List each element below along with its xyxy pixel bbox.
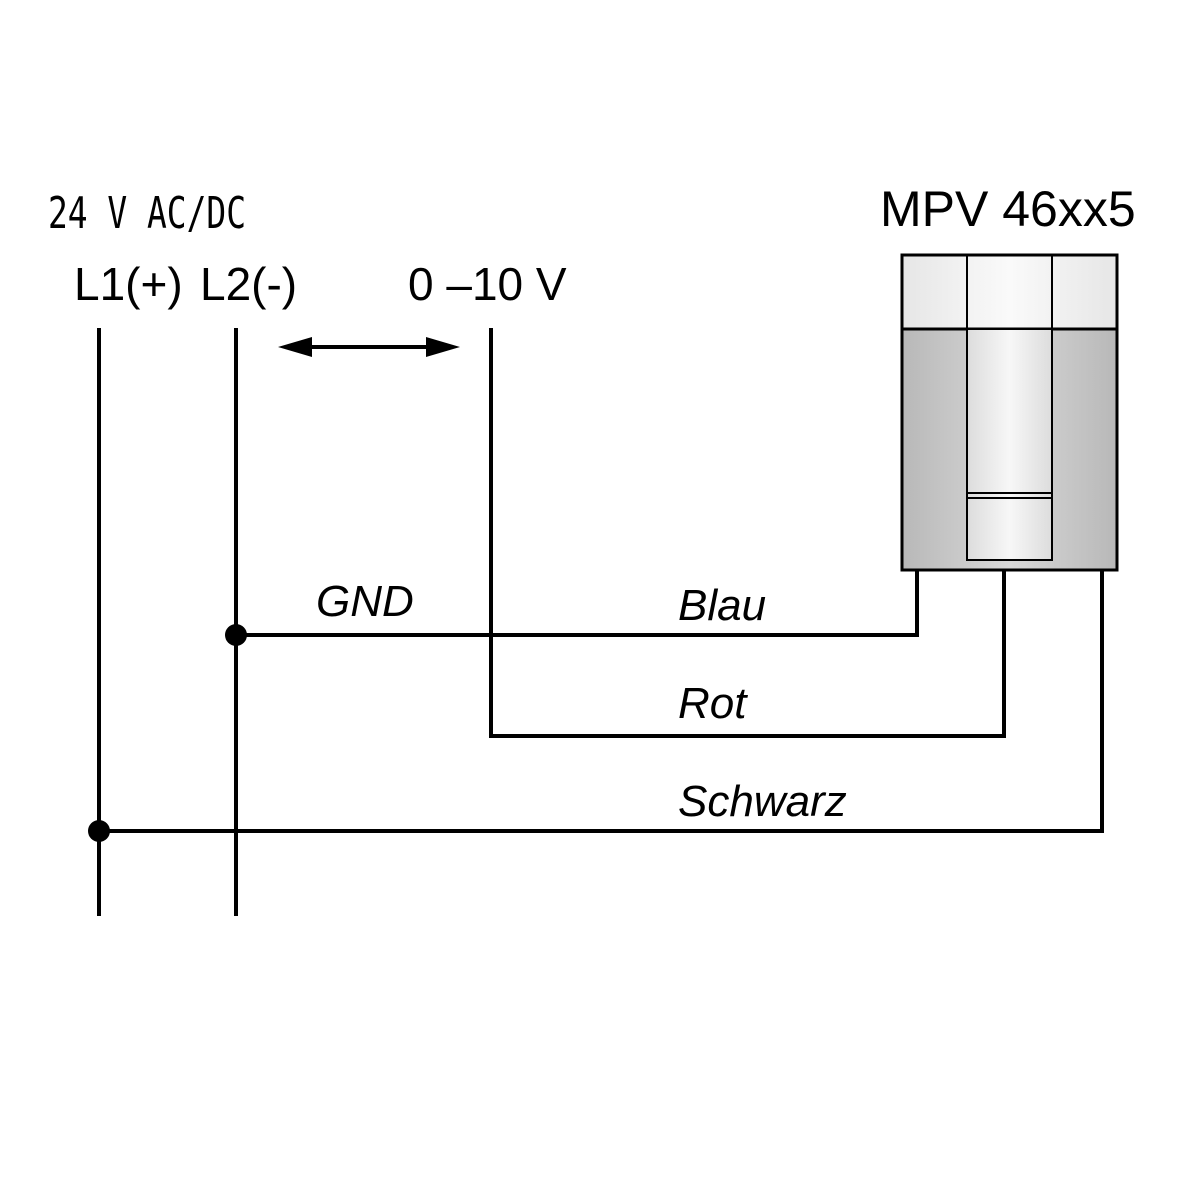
device-slot	[966, 328, 1053, 561]
device-name-label: MPV 46xx5	[880, 181, 1136, 237]
black-wire-label: Schwarz	[678, 777, 847, 826]
junction-dot-l2	[225, 624, 247, 646]
gnd-blue-wire	[234, 568, 919, 637]
signal-wire	[489, 328, 1006, 738]
l2-label: L2(-)	[200, 258, 297, 310]
black-wire	[97, 568, 1104, 833]
device-top-cap	[900, 253, 1119, 331]
signal-voltage-label: 0 –10 V	[408, 258, 567, 310]
red-wire-label: Rot	[678, 679, 748, 728]
l1-label: L1(+)	[74, 258, 183, 310]
device-housing	[900, 253, 1119, 572]
blue-wire-label: Blau	[678, 581, 766, 630]
supply-voltage-label: 24 V AC/DC	[48, 188, 246, 239]
junction-dot-l1	[88, 820, 110, 842]
double-arrow-icon	[278, 337, 460, 357]
gnd-label: GND	[316, 577, 414, 626]
